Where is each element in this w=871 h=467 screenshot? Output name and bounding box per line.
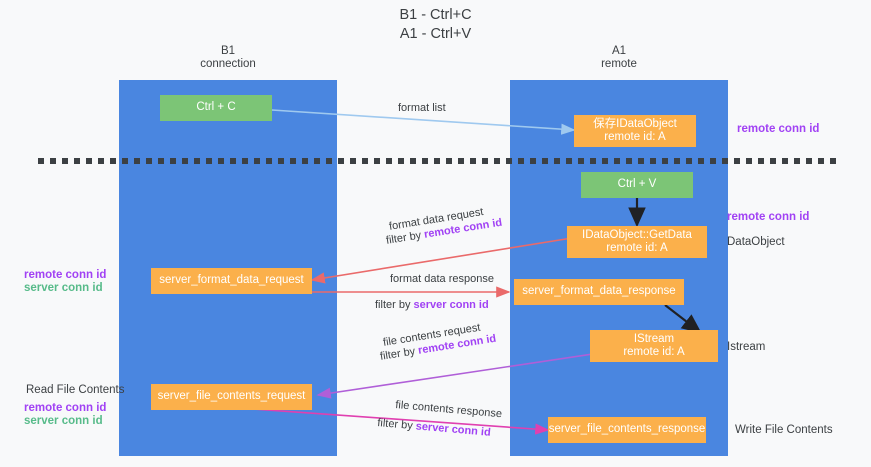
separator-dashed-line (38, 158, 841, 164)
edge-label-file-contents-response-text: file contents response (394, 398, 503, 421)
edge-label-format-data-response-filter: filter by server conn id (375, 298, 489, 313)
node-server-format-data-request[interactable]: server_format_data_request (151, 268, 312, 294)
edge-label-format-data-response: format data response (390, 273, 494, 285)
diagram-title: B1 - Ctrl+C A1 - Ctrl+V (399, 7, 472, 42)
filter-key-server-conn-id: server conn id (415, 420, 492, 439)
node-server-format-data-response[interactable]: server_format_data_response (514, 279, 684, 305)
left-label-remote-conn-id-2: remote conn id (24, 402, 107, 414)
left-label-remote-conn-id: remote conn id (24, 269, 107, 281)
column-header-a1: A1 remote (601, 45, 637, 70)
column-header-b1: B1 connection (200, 45, 256, 70)
node-istream[interactable]: IStream remote id: A (590, 330, 718, 362)
right-label-dataobject: DataObject (727, 236, 785, 248)
right-label-remote-conn-id-mid: remote conn id (727, 211, 810, 223)
right-label-istream: Istream (727, 341, 766, 353)
node-ctrl-c[interactable]: Ctrl + C (160, 95, 272, 121)
filter-key-server-conn-id: server conn id (413, 299, 489, 311)
left-label-server-conn-id-2: server conn id (24, 415, 103, 427)
node-server-file-contents-response[interactable]: server_file_contents_response (548, 417, 706, 443)
node-ctrl-v[interactable]: Ctrl + V (581, 172, 693, 198)
edge-label-format-list: format list (398, 102, 446, 114)
node-idataobject-getdata[interactable]: IDataObject::GetData remote id: A (567, 226, 707, 258)
filter-by-text: filter by (376, 416, 417, 433)
right-label-remote-conn-id-top: remote conn id (737, 123, 820, 135)
node-server-file-contents-request[interactable]: server_file_contents_request (151, 384, 312, 410)
right-label-write-file-contents: Write File Contents (735, 424, 833, 436)
node-save-idataobject[interactable]: 保存IDataObject remote id: A (574, 115, 696, 147)
left-label-read-file-contents: Read File Contents (26, 384, 125, 396)
left-label-server-conn-id: server conn id (24, 282, 103, 294)
filter-by-text: filter by (375, 299, 414, 311)
